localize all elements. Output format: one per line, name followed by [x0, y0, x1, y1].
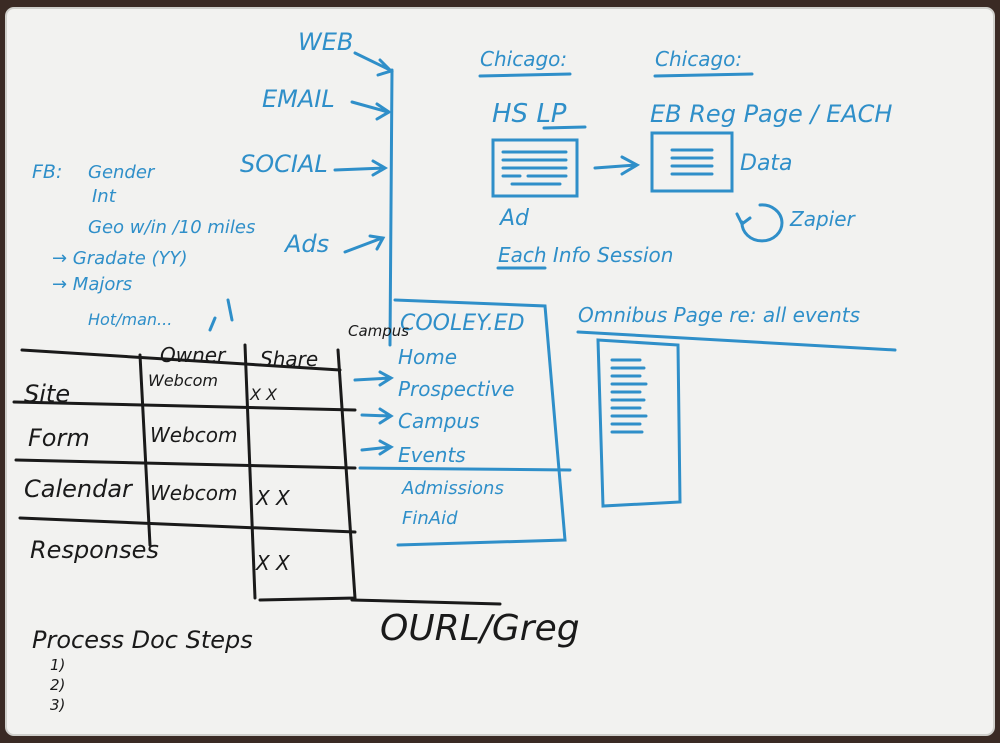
table-row-label: Calendar: [24, 475, 134, 503]
omnibus-page-wireframe: [596, 338, 682, 508]
process-doc-steps: Process Doc Steps 1) 2) 3): [32, 626, 253, 714]
flow-header-left: Chicago:: [480, 47, 567, 71]
table-cell-share: X X: [249, 385, 278, 404]
ourl-label: OURL/Greg: [380, 608, 580, 649]
hs-lp-label: HS LP: [492, 99, 567, 129]
omnibus-label: Omnibus Page re: all events: [578, 303, 860, 327]
channel-list: WEB EMAIL SOCIAL Ads: [240, 28, 353, 258]
process-step: 1): [50, 656, 65, 674]
fb-item: Geo w/in /10 miles: [88, 217, 255, 238]
table-cell-owner: Webcom: [148, 371, 218, 390]
table-cell-owner: Webcom: [150, 481, 238, 505]
fb-item: → Majors: [52, 274, 132, 295]
flow-header-right: Chicago:: [655, 47, 742, 71]
fb-title: FB:: [32, 161, 62, 183]
data-label: Data: [740, 151, 793, 176]
site-nav-item: Prospective: [398, 377, 514, 401]
site-nav-item: Admissions: [401, 478, 504, 499]
fb-item: Gender: [88, 162, 156, 183]
table-cell-share: X X: [255, 486, 291, 510]
ownership-table: Owner Share Site Webcom X X Form Webcom …: [12, 343, 502, 606]
website-sitemap: COOLEY.ED Home Prospective Campus Events…: [358, 298, 572, 547]
landing-page-wireframe: [491, 138, 579, 198]
info-session-label: Each Info Session: [498, 243, 673, 267]
campus-note: Campus: [348, 322, 409, 340]
site-title: COOLEY.ED: [400, 311, 525, 336]
eb-reg-page-label: EB Reg Page / EACH: [650, 100, 892, 128]
fb-targeting: FB: Gender Int Geo w/in /10 miles → Grad…: [32, 161, 255, 329]
table-row-label: Form: [28, 424, 90, 452]
site-nav-item: Home: [398, 345, 457, 369]
site-nav-item: FinAid: [402, 508, 458, 529]
table-cell-owner: Webcom: [150, 423, 238, 447]
process-step: 3): [50, 696, 65, 714]
channel-ads: Ads: [283, 230, 329, 258]
channel-social: SOCIAL: [240, 150, 328, 178]
fb-item: Int: [92, 186, 117, 207]
table-cell-share: X X: [255, 551, 291, 575]
channel-email: EMAIL: [262, 85, 335, 113]
fb-item: Hot/man...: [88, 310, 172, 329]
channel-web: WEB: [298, 28, 353, 56]
site-nav-item: Events: [398, 443, 466, 467]
sync-cycle-icon: [735, 203, 784, 243]
process-title: Process Doc Steps: [32, 626, 253, 654]
table-header-share: Share: [260, 347, 318, 371]
table-header-owner: Owner: [160, 343, 227, 367]
zapier-label: Zapier: [789, 207, 857, 231]
table-row-label: Site: [24, 380, 70, 408]
registration-page-wireframe: [650, 131, 734, 193]
fb-item: → Gradate (YY): [52, 248, 188, 269]
ad-label: Ad: [498, 206, 530, 231]
process-step: 2): [50, 676, 65, 694]
site-nav-item: Campus: [398, 409, 480, 433]
table-row-label: Responses: [30, 536, 159, 564]
